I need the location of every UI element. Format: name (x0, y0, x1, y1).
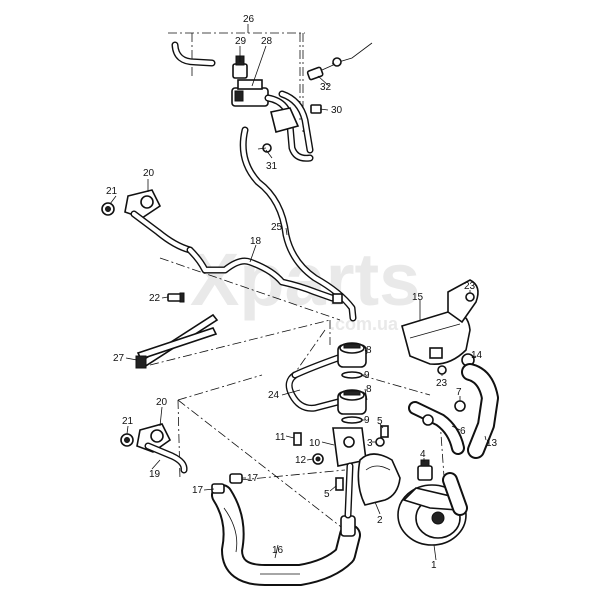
callout-6: 6 (460, 426, 466, 437)
air-filter-15 (401, 279, 479, 366)
secondary-air-pump-1 (397, 472, 468, 546)
combination-valve-8-upper (337, 342, 367, 368)
solenoid-valve-28 (231, 79, 269, 107)
sensor-lead-32 (306, 42, 373, 81)
nut-21-upper (101, 202, 115, 216)
callout-25: 25 (271, 222, 283, 233)
callout-12: 12 (295, 455, 307, 466)
bracket-10 (332, 427, 367, 519)
bolt-3 (375, 437, 385, 447)
callout-22: 22 (149, 293, 161, 304)
pressure-hose-16 (211, 473, 361, 586)
callout-labels: 26 29 28 32 30 31 20 21 18 25 22 27 20 2… (106, 14, 498, 571)
vacuum-assembly-top (171, 41, 373, 162)
callout-9-upper: 9 (364, 370, 370, 381)
watermark-domain: .com.ua (330, 314, 399, 334)
callout-18: 18 (250, 236, 262, 247)
callout-27: 27 (113, 353, 125, 364)
nut-30 (310, 104, 322, 114)
hose-6 (408, 401, 465, 455)
callout-13: 13 (486, 438, 498, 449)
pressure-sensor-4 (417, 459, 433, 481)
hose-13 (461, 363, 499, 459)
bolt-5-lower (335, 477, 344, 491)
callout-31: 31 (266, 161, 278, 172)
callout-1: 1 (431, 560, 437, 571)
callout-4: 4 (420, 449, 426, 460)
bracket-2 (357, 453, 401, 506)
callout-20-upper: 20 (143, 168, 155, 179)
callout-29: 29 (235, 36, 247, 47)
bolt-22 (167, 292, 185, 303)
clip-23-upper (465, 292, 475, 302)
bolt-5-upper (380, 425, 389, 438)
callout-23-lower: 23 (436, 378, 448, 389)
callout-17-right: 17 (247, 473, 259, 484)
leader-lines (109, 24, 487, 561)
callout-17-left: 17 (192, 485, 204, 496)
callout-15: 15 (412, 292, 424, 303)
callout-32: 32 (320, 82, 332, 93)
callout-8-upper: 8 (366, 345, 372, 356)
callout-2: 2 (377, 515, 383, 526)
flange-20-upper (101, 189, 194, 254)
flange-20-lower (120, 423, 188, 474)
callout-14: 14 (471, 350, 483, 361)
watermark-text: Xparts (190, 238, 420, 321)
callout-23-upper: 23 (464, 281, 476, 292)
callout-7: 7 (456, 387, 462, 398)
cable-ties-27 (135, 313, 219, 369)
callout-16: 16 (272, 545, 284, 556)
callout-19: 19 (149, 469, 161, 480)
clamp-7 (454, 400, 466, 412)
air-line-24 (285, 354, 342, 412)
callout-28: 28 (261, 36, 273, 47)
callout-3: 3 (367, 438, 373, 449)
clamp-17-left (211, 483, 225, 494)
callout-11: 11 (275, 432, 286, 443)
combination-valve-8-lower (337, 389, 367, 415)
watermark: Xparts .com.ua (190, 238, 420, 334)
callout-20-lower: 20 (156, 397, 168, 408)
callout-24: 24 (268, 390, 280, 401)
bolt-11 (293, 432, 302, 446)
screw-12 (312, 453, 324, 465)
callout-9-lower: 9 (364, 415, 370, 426)
callout-30: 30 (331, 105, 343, 116)
callout-5-upper: 5 (377, 416, 383, 427)
clamp-17-right (229, 473, 243, 484)
vacuum-line-25 (239, 126, 357, 322)
callout-21-upper: 21 (106, 186, 118, 197)
callout-21-lower: 21 (122, 416, 134, 427)
nut-21-lower (120, 433, 134, 447)
callout-8-lower: 8 (366, 384, 372, 395)
callout-10: 10 (309, 438, 321, 449)
bolt-31 (257, 143, 272, 153)
clip-23-lower (437, 365, 447, 375)
callout-26: 26 (243, 14, 255, 25)
callout-5-lower: 5 (324, 489, 330, 500)
